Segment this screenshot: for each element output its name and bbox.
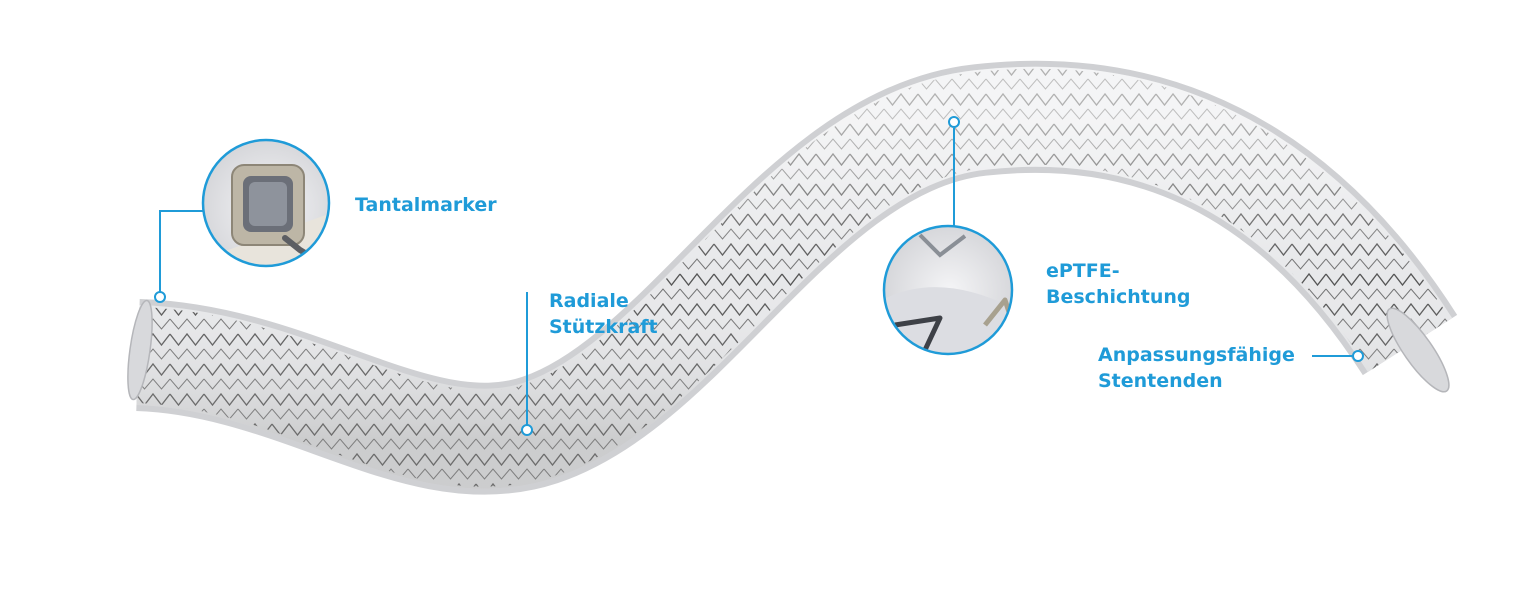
stentenden-label-line2: Stentenden	[1098, 370, 1223, 392]
radiale-label-line2: Stützkraft	[549, 316, 658, 338]
stent-end-right	[1386, 307, 1450, 393]
tantalmarker-anchor	[154, 291, 166, 303]
eptfe-coating-closeup-icon	[884, 226, 1012, 354]
eptfe-label: ePTFE- Beschichtung	[1046, 258, 1246, 310]
eptfe-label-line2: Beschichtung	[1046, 286, 1191, 308]
radiale-stuetzkraft-callout	[521, 292, 533, 436]
stentenden-label: Anpassungsfähige Stentenden	[1098, 342, 1313, 394]
stent-tube	[127, 60, 1458, 495]
eptfe-callout	[882, 116, 1014, 356]
eptfe-anchor	[948, 116, 960, 128]
radiale-anchor	[521, 424, 533, 436]
stentenden-label-line1: Anpassungsfähige	[1098, 344, 1295, 366]
radiale-stuetzkraft-label: Radiale Stützkraft	[549, 288, 749, 340]
stent-end-left	[127, 299, 153, 401]
eptfe-label-line1: ePTFE-	[1046, 260, 1120, 282]
tantalmarker-label: Tantalmarker	[355, 194, 497, 216]
stentenden-callout	[1312, 350, 1364, 362]
radiale-label-line1: Radiale	[549, 290, 629, 312]
stentenden-anchor	[1352, 350, 1364, 362]
tantalmarker-callout	[154, 138, 331, 303]
